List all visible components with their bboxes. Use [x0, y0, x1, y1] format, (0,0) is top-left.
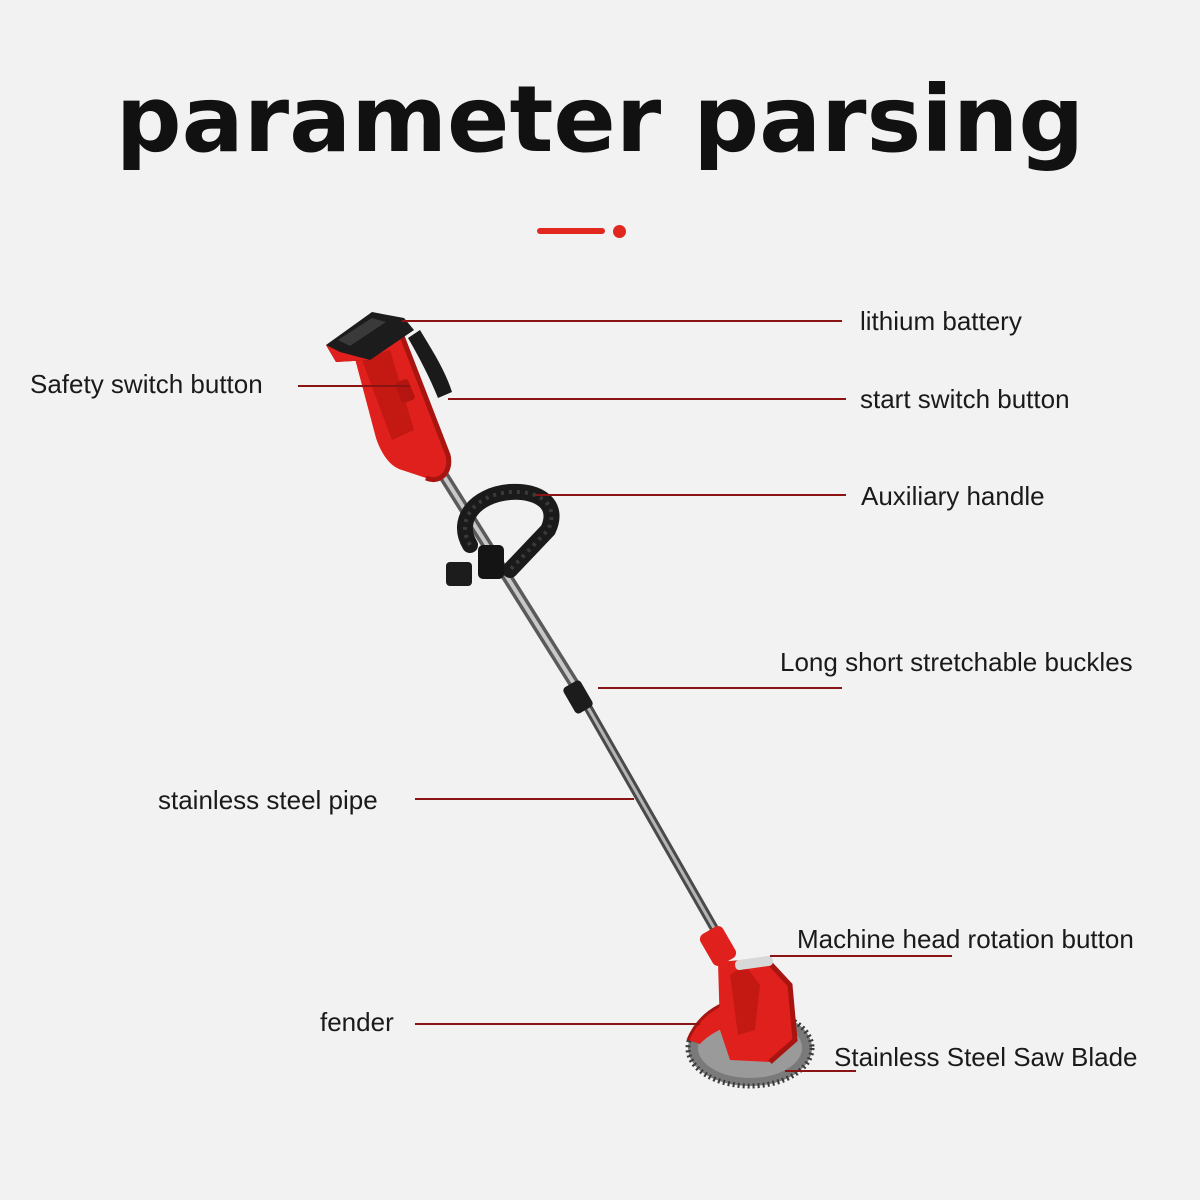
accent-dot: [613, 225, 626, 238]
label-fender: fender: [320, 1007, 394, 1037]
label-start-switch-button: start switch button: [860, 384, 1070, 414]
label-stainless-steel-saw-blade: Stainless Steel Saw Blade: [834, 1042, 1138, 1072]
label-stainless-steel-pipe: stainless steel pipe: [158, 785, 378, 815]
label-lithium-battery: lithium battery: [860, 306, 1022, 336]
auxiliary-handle-shape: [446, 483, 560, 586]
leader-lines: [298, 320, 952, 1072]
lithium-battery-shape: [326, 312, 414, 362]
main-handle-body: [350, 317, 452, 482]
accent-bar: [537, 228, 605, 234]
head-rotation-collar-shape: [699, 926, 737, 966]
label-auxiliary-handle: Auxiliary handle: [861, 481, 1045, 511]
page-title: parameter parsing: [115, 66, 1085, 173]
label-machine-head-rotation-button: Machine head rotation button: [797, 924, 1134, 954]
motor-head-shape: [718, 955, 798, 1064]
label-stretchable-buckles: Long short stretchable buckles: [780, 647, 1133, 677]
label-safety-switch-button: Safety switch button: [30, 369, 263, 399]
stainless-steel-pipe-shape: [434, 464, 723, 940]
stretchable-buckle-shape: [563, 680, 593, 714]
